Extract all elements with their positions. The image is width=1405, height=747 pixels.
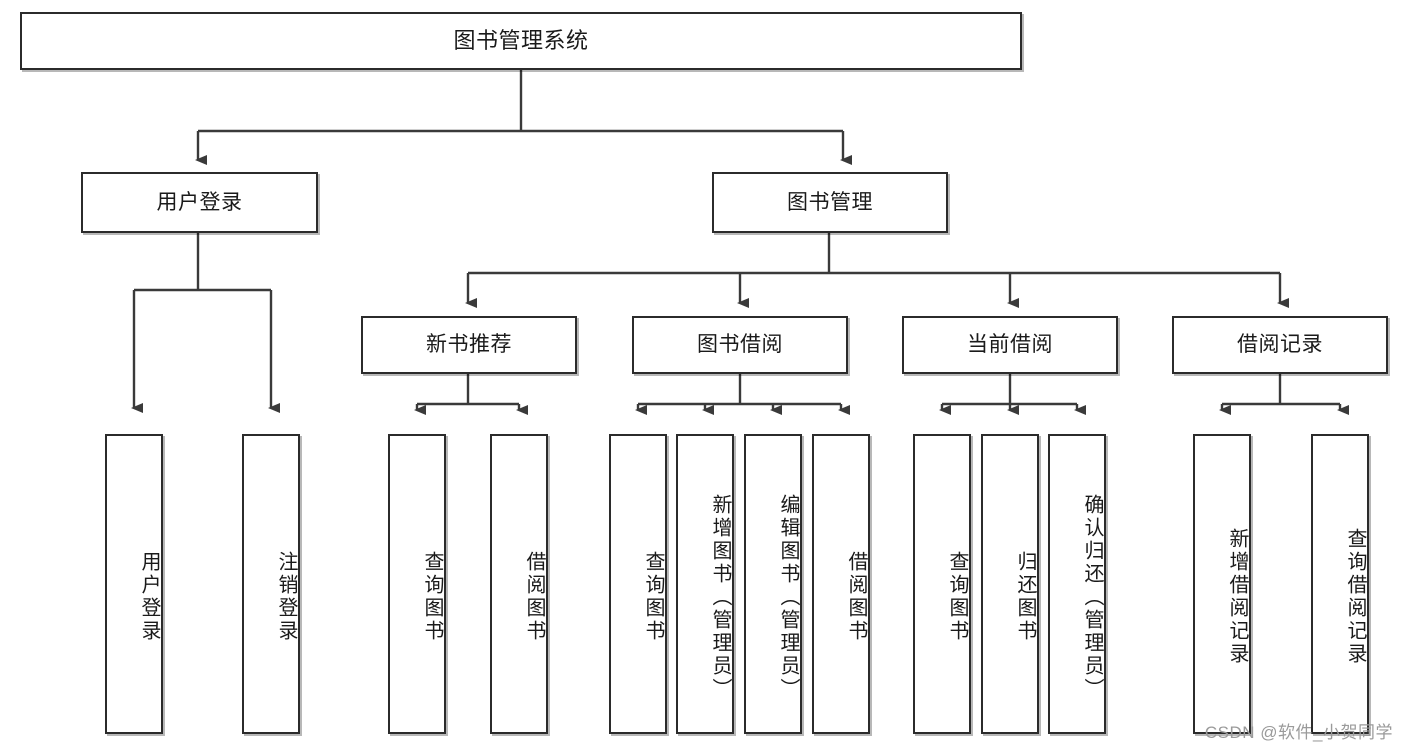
leaf-confirm-return[interactable]: 确认归还（管理员） [1048,434,1106,734]
node-label: 当前借阅 [967,333,1053,357]
node-label: 借阅图书 [523,551,545,643]
node-root-system[interactable]: 图书管理系统 [20,12,1022,70]
node-new-book-recommend[interactable]: 新书推荐 [361,316,577,374]
leaf-query-record[interactable]: 查询借阅记录 [1311,434,1369,734]
node-label: 图书管理系统 [453,27,589,53]
leaf-borrow-book-1[interactable]: 借阅图书 [490,434,548,734]
node-book-management[interactable]: 图书管理 [712,172,948,233]
leaf-query-book-1[interactable]: 查询图书 [388,434,446,734]
node-label: 借阅记录 [1237,333,1323,357]
node-label: 查询图书 [421,551,443,643]
leaf-user-login[interactable]: 用户登录 [105,434,163,734]
leaf-edit-book[interactable]: 编辑图书（管理员） [744,434,802,734]
leaf-query-book-2[interactable]: 查询图书 [609,434,667,734]
leaf-borrow-book-2[interactable]: 借阅图书 [812,434,870,734]
leaf-add-record[interactable]: 新增借阅记录 [1193,434,1251,734]
node-label: 查询图书 [642,551,664,643]
node-label: 新书推荐 [426,333,512,357]
node-label: 归还图书 [1014,551,1036,643]
leaf-return-book[interactable]: 归还图书 [981,434,1039,734]
leaf-query-book-3[interactable]: 查询图书 [913,434,971,734]
node-label: 用户登录 [138,551,160,643]
node-label: 编辑图书（管理员） [777,493,799,701]
node-label: 借阅图书 [845,551,867,643]
node-borrow-record[interactable]: 借阅记录 [1172,316,1388,374]
node-label: 注销登录 [275,551,297,643]
node-label: 图书管理 [787,190,873,214]
node-book-borrow[interactable]: 图书借阅 [632,316,848,374]
node-label: 新增借阅记录 [1226,528,1248,666]
node-label: 新增图书（管理员） [709,493,731,701]
leaf-add-book[interactable]: 新增图书（管理员） [676,434,734,734]
node-current-borrow[interactable]: 当前借阅 [902,316,1118,374]
node-label: 图书借阅 [697,333,783,357]
node-label: 查询借阅记录 [1344,528,1366,666]
node-label: 用户登录 [156,190,243,214]
node-label: 确认归还（管理员） [1081,493,1103,701]
leaf-logout-login[interactable]: 注销登录 [242,434,300,734]
node-label: 查询图书 [946,551,968,643]
node-user-login[interactable]: 用户登录 [81,172,318,233]
